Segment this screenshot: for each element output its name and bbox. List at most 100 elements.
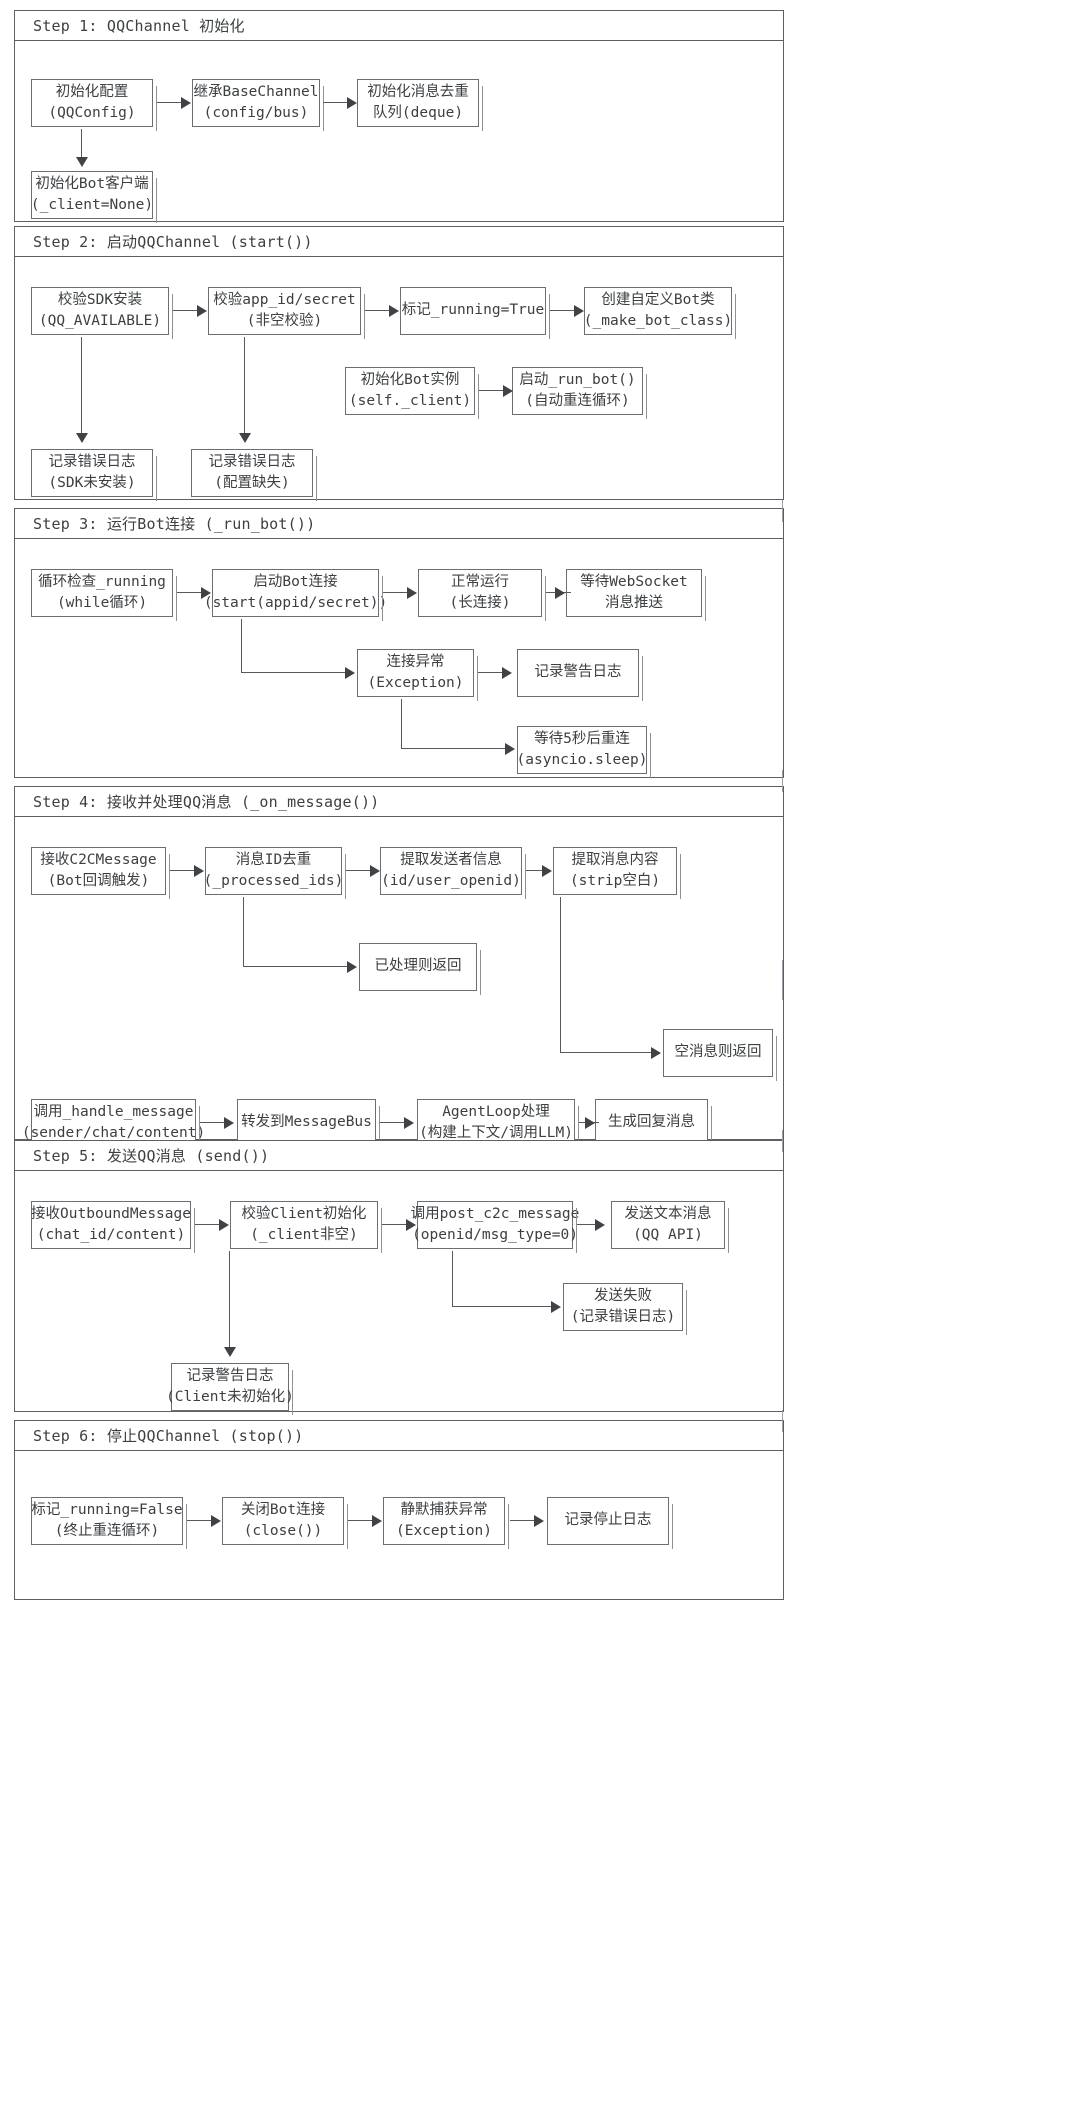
arrowhead-s3n2-s3n5 (345, 667, 355, 679)
edge-s6n3-s6n4 (510, 1520, 535, 1522)
edge-s3n2-s3n3 (383, 592, 408, 594)
node-init-bot-client[interactable]: 初始化Bot客户端 (_client=None) (30, 171, 157, 223)
arrowhead-s3n2-s3n3 (407, 587, 417, 599)
edge-s4n2-s4n5-h (243, 966, 349, 968)
node-line-2: (sender/chat/content) (21, 1125, 206, 1141)
node-line-2: (openid/msg_type=0) (412, 1227, 578, 1243)
node-loop-check-running[interactable]: 循环检查_running (while循环) (31, 569, 177, 621)
node-forward-to-messagebus[interactable]: 转发到MessageBus (237, 1099, 380, 1151)
node-line-1: 调用post_c2c_message (410, 1205, 580, 1222)
node-log-warning[interactable]: 记录警告日志 (517, 649, 643, 701)
node-agentloop-process[interactable]: AgentLoop处理 (构建上下文/调用LLM) (417, 1099, 579, 1151)
node-line-1: 等待5秒后重连 (534, 730, 630, 747)
node-line-1: 提取发送者信息 (400, 851, 502, 868)
node-init-config[interactable]: 初始化配置 (QQConfig) (31, 79, 157, 131)
arrowhead-s3n5-s3n6 (502, 667, 512, 679)
node-line-1: 空消息则返回 (674, 1044, 762, 1061)
node-line-1: 调用_handle_message (33, 1103, 194, 1120)
node-receive-outboundmessage[interactable]: 接收OutboundMessage (chat_id/content) (31, 1201, 195, 1253)
node-extract-message-content[interactable]: 提取消息内容 (strip空白) (553, 847, 681, 899)
edge-s5n2-s5n3 (382, 1224, 407, 1226)
page-artifact-tick (782, 1130, 783, 1152)
node-line-2: (close()) (243, 1523, 323, 1539)
arrowhead-s3n5-s3n7 (505, 743, 515, 755)
node-line-1: 接收OutboundMessage (31, 1205, 191, 1222)
node-wait-5s-reconnect[interactable]: 等待5秒后重连 (asyncio.sleep) (516, 726, 651, 778)
edge-s2n3-s2n4 (550, 310, 576, 312)
arrowhead-s2n1-s2n2 (197, 305, 207, 317)
node-make-bot-class[interactable]: 创建自定义Bot类 (_make_bot_class) (584, 287, 736, 339)
node-log-error-config-missing[interactable]: 记录错误日志 (配置缺失) (191, 449, 317, 501)
node-line-1: 记录错误日志 (48, 453, 136, 470)
node-line-1: 创建自定义Bot类 (601, 291, 715, 308)
node-send-failed[interactable]: 发送失败 (记录错误日志) (563, 1283, 687, 1335)
edge-s3n5-s3n6 (478, 672, 503, 674)
node-message-id-dedupe[interactable]: 消息ID去重 (_processed_ids) (204, 847, 346, 899)
node-log-stop[interactable]: 记录停止日志 (547, 1497, 673, 1549)
node-verify-client-init[interactable]: 校验Client初始化 (_client非空) (230, 1201, 382, 1253)
node-extend-basechannel[interactable]: 继承BaseChannel (config/bus) (192, 79, 324, 131)
node-line-1: 初始化消息去重 (367, 83, 469, 100)
node-line-1: 标记_running=False (31, 1501, 183, 1518)
arrowhead-s4n1-s4n2 (194, 865, 204, 877)
node-line-2: (id/user_openid) (381, 873, 521, 889)
node-call-handle-message[interactable]: 调用_handle_message (sender/chat/content) (22, 1099, 205, 1151)
node-line-2: (非空校验) (246, 313, 323, 329)
edge-s1n1-s1n4 (81, 129, 83, 159)
node-verify-sdk[interactable]: 校验SDK安装 (QQ_AVAILABLE) (31, 287, 173, 339)
arrowhead-s6n3-s6n4 (534, 1515, 544, 1527)
node-line-1: 校验Client初始化 (241, 1205, 367, 1222)
node-log-warning-client-uninit[interactable]: 记录警告日志 (Client未初始化) (166, 1363, 294, 1415)
node-silent-catch-exception[interactable]: 静默捕获异常 (Exception) (383, 1497, 509, 1549)
node-wait-websocket-push[interactable]: 等待WebSocket 消息推送 (566, 569, 706, 621)
node-connection-exception[interactable]: 连接异常 (Exception) (357, 649, 478, 701)
node-return-if-empty[interactable]: 空消息则返回 (663, 1029, 777, 1081)
arrowhead-s5n1-s5n2 (219, 1219, 229, 1231)
node-line-2: (_client=None) (30, 197, 154, 213)
edge-s2n2-s2n8 (244, 337, 246, 435)
node-start-bot-connection[interactable]: 启动Bot连接 (start(appid/secret)) (204, 569, 387, 621)
edge-s3n2-s3n5-h (241, 672, 347, 674)
node-line-1: 静默捕获异常 (400, 1501, 488, 1518)
node-return-if-processed[interactable]: 已处理则返回 (359, 943, 481, 995)
node-line-1: 等待WebSocket (580, 573, 688, 590)
cluster-step-1: Step 1: QQChannel 初始化 初始化配置 (QQConfig) 继… (14, 10, 784, 223)
page-artifact-tick (782, 770, 783, 792)
cluster-body-step-4: 接收C2CMessage (Bot回调触发) 消息ID去重 (_processe… (15, 817, 783, 1151)
arrowhead-s4n4-s4n6 (651, 1047, 661, 1059)
arrowhead-s1n1-s1n4 (76, 157, 88, 167)
node-line-2: 队列(deque) (372, 105, 464, 121)
arrowhead-s6n1-s6n2 (211, 1515, 221, 1527)
node-line-1: 校验app_id/secret (213, 291, 356, 308)
node-receive-c2cmessage[interactable]: 接收C2CMessage (Bot回调触发) (31, 847, 170, 899)
node-mark-running-true[interactable]: 标记_running=True (400, 287, 550, 339)
arrowhead-s1n2-s1n3 (347, 97, 357, 109)
node-line-2: (终止重连循环) (54, 1523, 160, 1539)
cluster-title-step-4: Step 4: 接收并处理QQ消息 (_on_message()) (15, 787, 783, 817)
node-extract-sender-info[interactable]: 提取发送者信息 (id/user_openid) (380, 847, 526, 899)
node-mark-running-false[interactable]: 标记_running=False (终止重连循环) (31, 1497, 187, 1549)
edge-s5n3-s5n5-h (452, 1306, 552, 1308)
node-generate-reply[interactable]: 生成回复消息 (595, 1099, 712, 1151)
cluster-body-step-2: 校验SDK安装 (QQ_AVAILABLE) 校验app_id/secret (… (15, 257, 783, 501)
edge-s3n5-s3n7-h (401, 748, 507, 750)
node-normal-running[interactable]: 正常运行 (长连接) (418, 569, 546, 621)
node-log-error-sdk-missing[interactable]: 记录错误日志 (SDK未安装) (31, 449, 157, 501)
node-close-bot-connection[interactable]: 关闭Bot连接 (close()) (222, 1497, 348, 1549)
edge-s2n1-s2n2 (173, 310, 199, 312)
edge-s1n1-s1n2 (157, 102, 183, 104)
node-send-text-message[interactable]: 发送文本消息 (QQ API) (611, 1201, 729, 1253)
node-init-bot-instance[interactable]: 初始化Bot实例 (self._client) (345, 367, 479, 419)
node-start-run-bot[interactable]: 启动_run_bot() (自动重连循环) (512, 367, 647, 419)
edge-s5n3-s5n4 (577, 1224, 599, 1226)
edge-s4n2-s4n5-v (243, 897, 245, 967)
node-line-1: 生成回复消息 (608, 1114, 695, 1131)
node-verify-appid-secret[interactable]: 校验app_id/secret (非空校验) (208, 287, 365, 339)
node-line-2: (asyncio.sleep) (516, 752, 648, 768)
node-call-post-c2c-message[interactable]: 调用post_c2c_message (openid/msg_type=0) (411, 1201, 579, 1253)
node-line-2: (QQ_AVAILABLE) (38, 313, 162, 329)
arrowhead-s2n2-s2n8 (239, 433, 251, 443)
edge-s5n2-s5n6 (229, 1251, 231, 1349)
node-init-dedupe-deque[interactable]: 初始化消息去重 队列(deque) (357, 79, 483, 131)
edge-s4n4-s4n6-h (560, 1052, 653, 1054)
